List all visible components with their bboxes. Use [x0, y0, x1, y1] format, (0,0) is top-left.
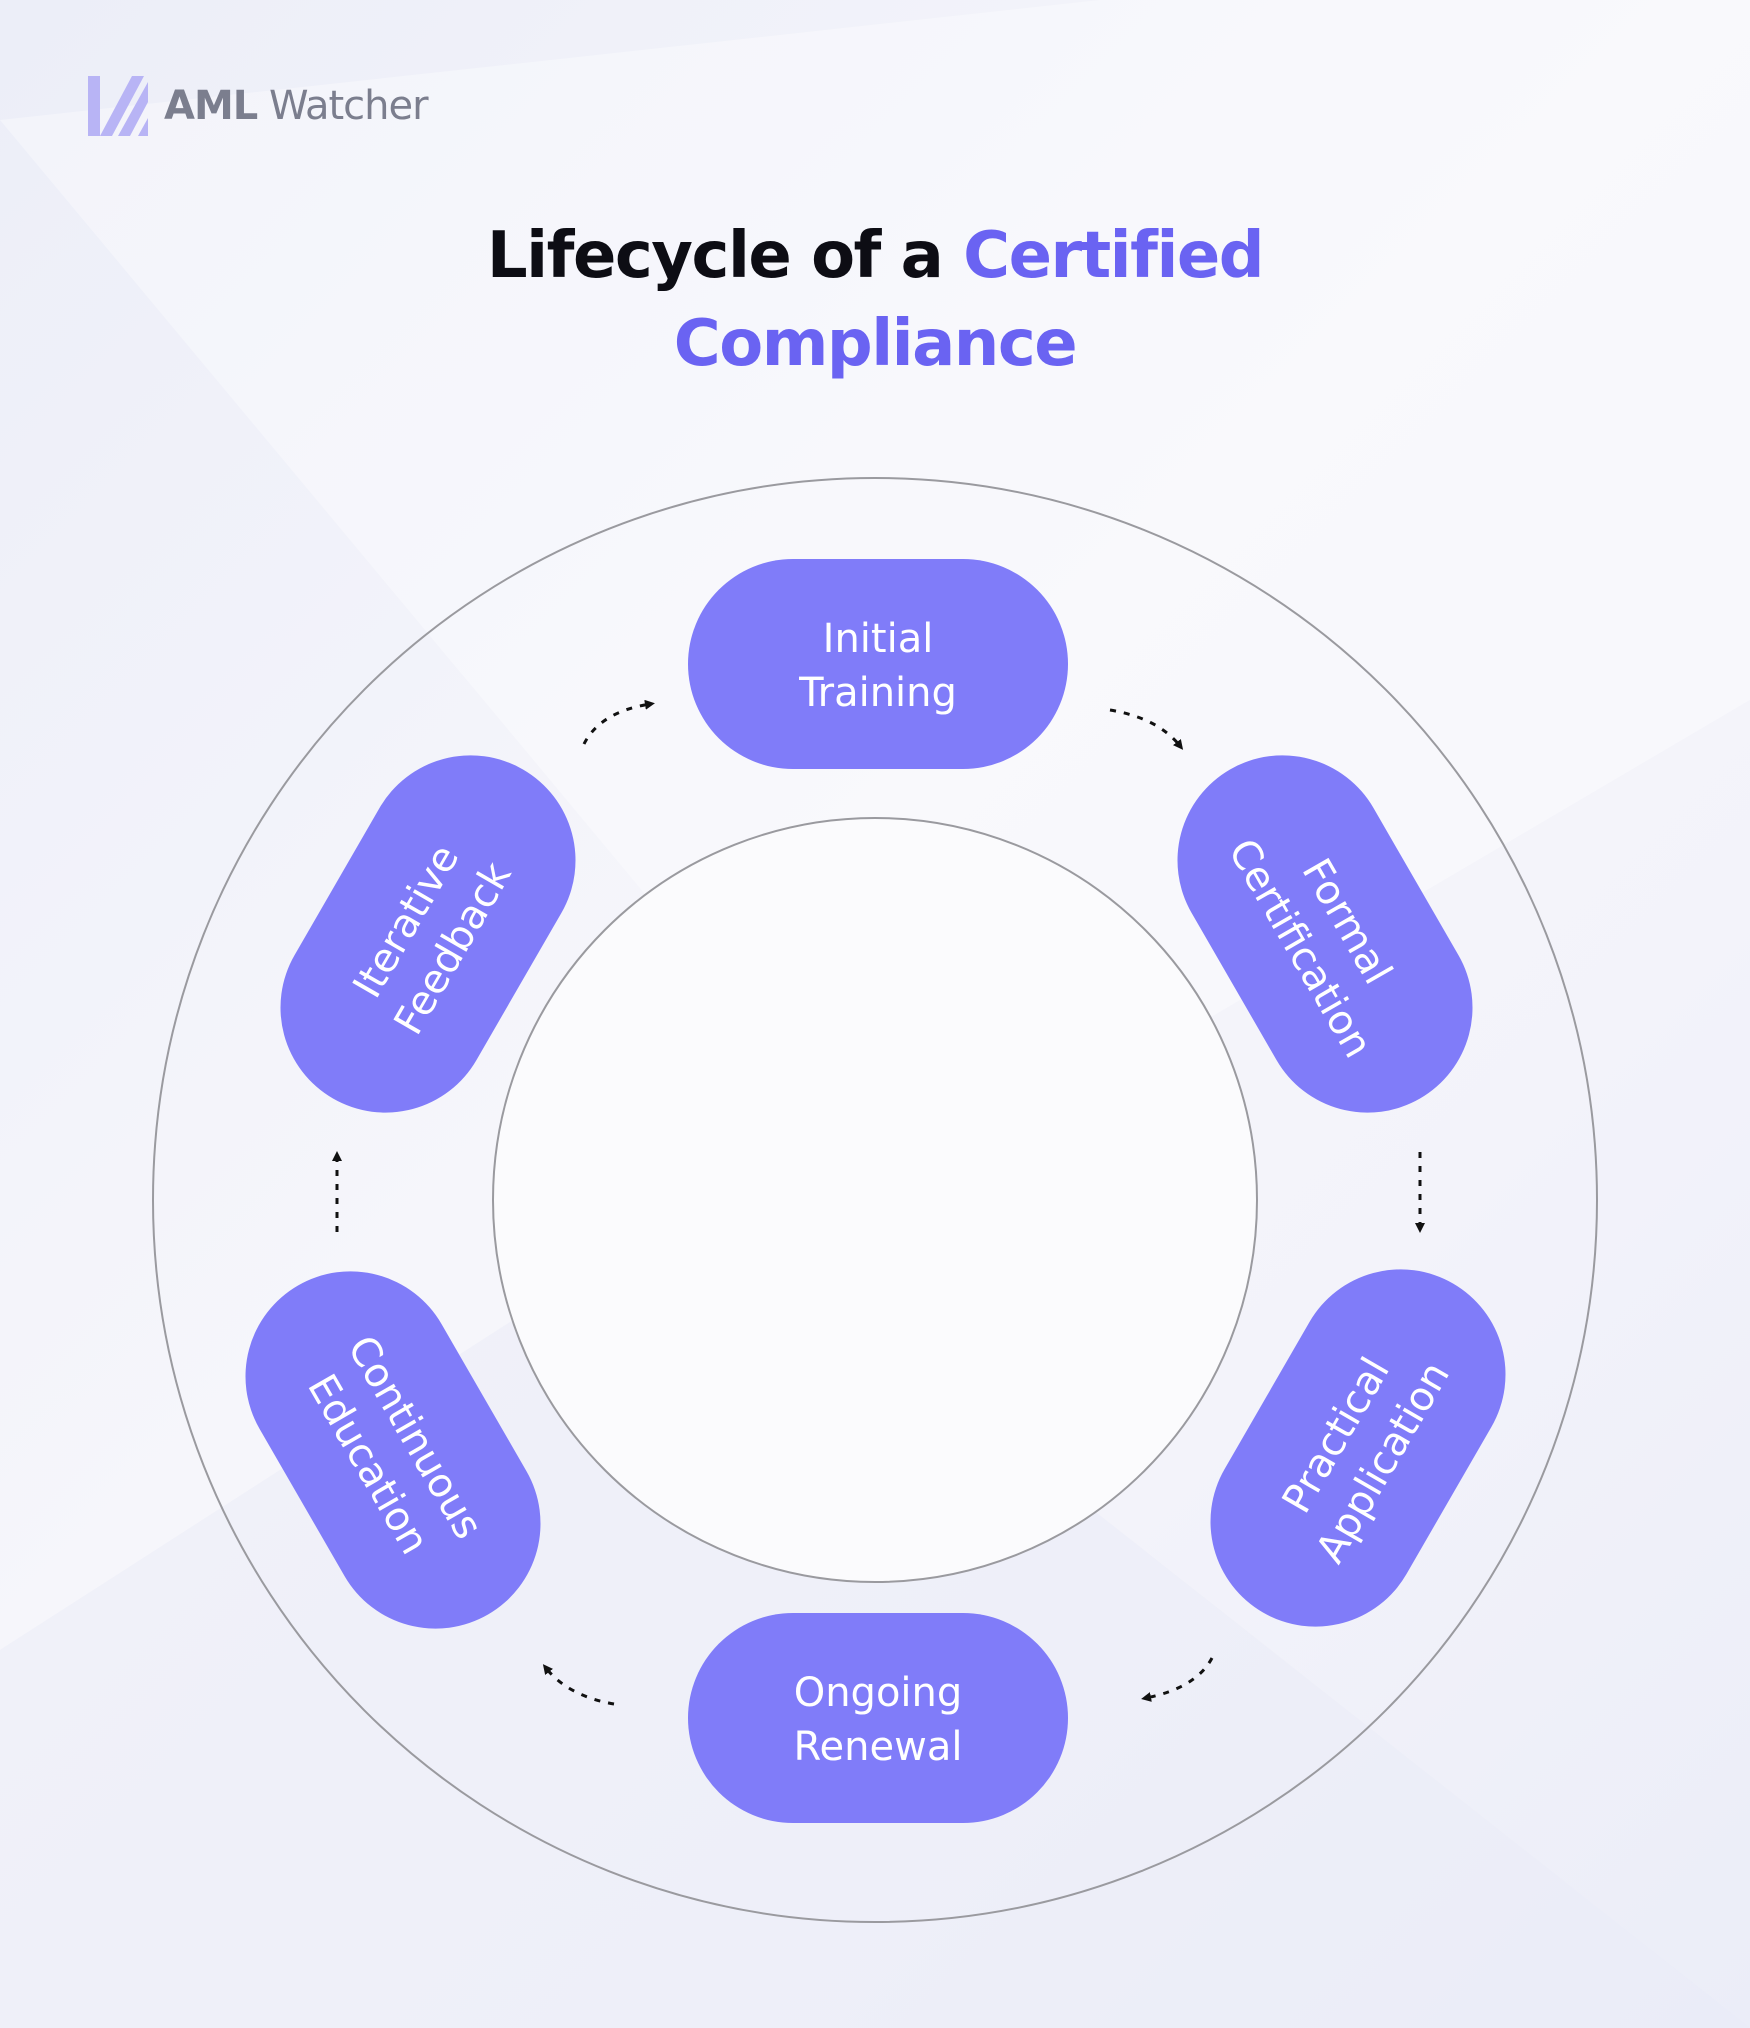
brand-name-regular: Watcher	[268, 83, 429, 129]
title-part1: Lifecycle of a	[486, 219, 964, 293]
title-part3: Compliance	[673, 307, 1078, 381]
outer-ring	[152, 477, 1598, 1923]
inner-ring	[492, 817, 1258, 1583]
arrow-renewal-to-education	[542, 1664, 615, 1706]
node-ongoing-renewal: Ongoing Renewal	[688, 1613, 1068, 1823]
arrow-feedback-to-training	[582, 699, 655, 745]
node-initial-training-line2: Training	[798, 670, 957, 716]
node-initial-training: Initial Training	[688, 559, 1068, 769]
node-initial-training-line1: Initial	[823, 616, 934, 662]
node-iterative-feedback: Iterative Feedback	[280, 755, 576, 1113]
brand-name: AML Watcher	[164, 83, 429, 129]
arrow-training-to-certification	[1109, 708, 1184, 750]
node-ongoing-renewal-line2: Renewal	[794, 1724, 963, 1770]
page-title: Lifecycle of a Certified Compliance	[0, 212, 1750, 388]
brand-logo: AML Watcher	[88, 76, 429, 136]
node-ongoing-renewal-line1: Ongoing	[794, 1670, 963, 1716]
brand-logo-icon	[88, 76, 148, 136]
title-part2: Certified	[963, 219, 1264, 293]
arrow-application-to-renewal	[1141, 1657, 1214, 1702]
brand-name-bold: AML	[164, 83, 258, 129]
